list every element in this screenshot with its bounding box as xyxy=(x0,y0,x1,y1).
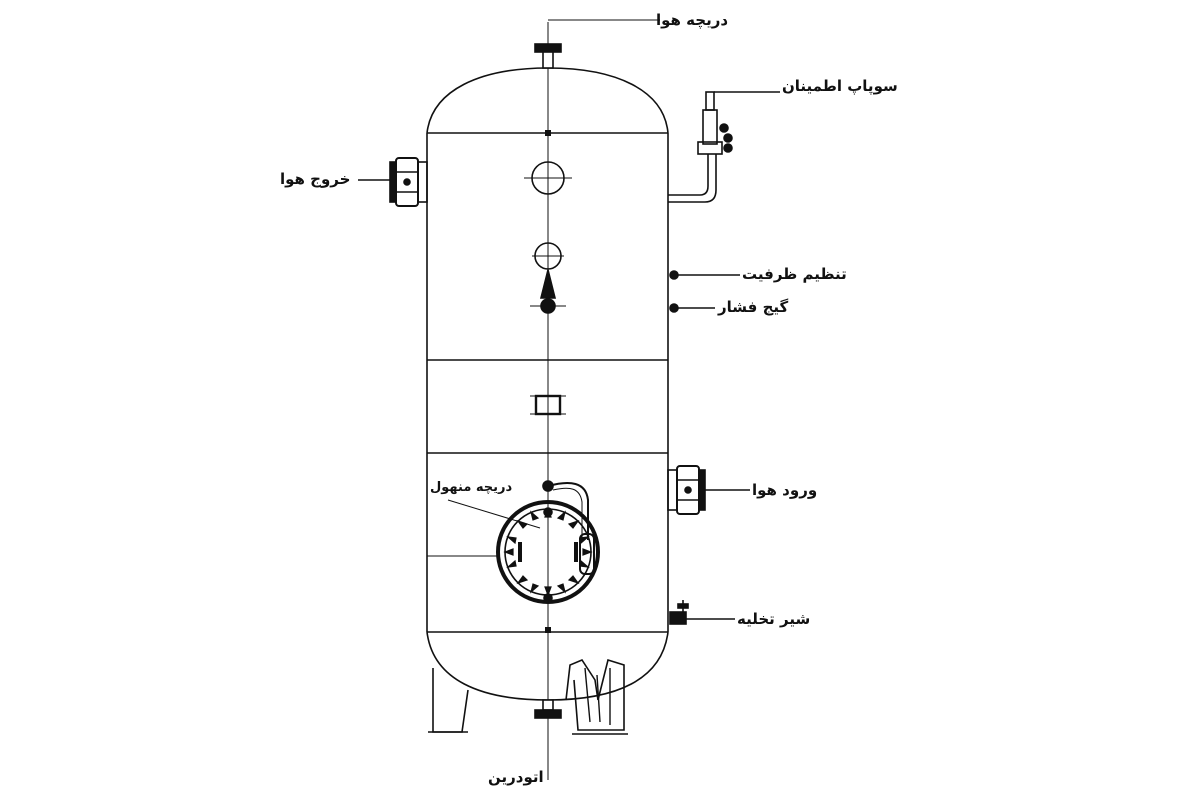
label-drain-valve: شیر تخلیه xyxy=(737,610,811,628)
label-air-vent: دریچه هوا xyxy=(656,11,729,29)
label-capacity-setting: تنظیم ظرفیت xyxy=(742,265,847,283)
capacity-fitting xyxy=(669,270,679,280)
auto-drain-fitting xyxy=(534,699,562,768)
label-safety-valve: سوپاپ اطمینان xyxy=(782,77,898,95)
air-outlet-flange xyxy=(358,157,428,207)
tank-legs xyxy=(428,658,628,735)
drain-valve-fitting xyxy=(669,600,735,625)
safety-valve-assembly xyxy=(668,91,780,203)
label-manhole: دریچه منهول xyxy=(430,480,513,495)
label-auto-drain: اتودرین xyxy=(488,768,544,786)
label-air-inlet: ورود هوا xyxy=(752,481,818,499)
manhole-assembly xyxy=(427,480,600,604)
label-pressure-gauge: گیج فشار xyxy=(718,298,789,316)
label-air-outlet: خروج هوا xyxy=(280,170,351,188)
air-vent-fitting xyxy=(534,19,660,69)
air-inlet-flange xyxy=(667,465,750,515)
pressure-fitting xyxy=(669,303,679,313)
